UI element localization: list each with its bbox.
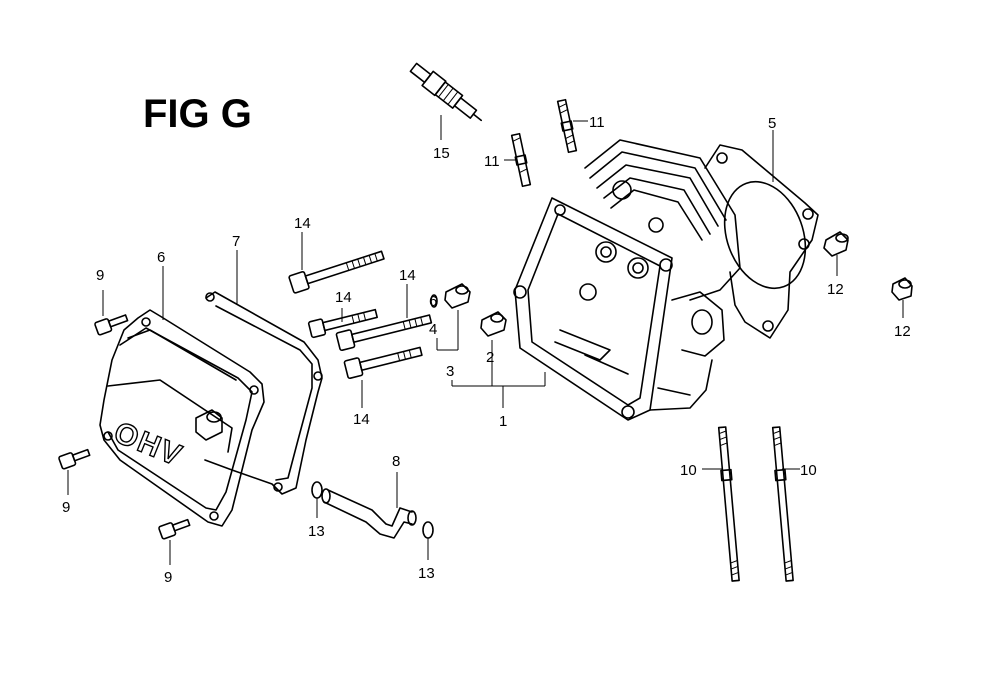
- cylinder-head: [513, 139, 741, 421]
- cover-bolt-left: [58, 448, 91, 470]
- callout-14-bottom: 14: [353, 411, 370, 428]
- dowel-pin-right-b: [891, 277, 913, 301]
- callout-11-lower: 11: [484, 153, 500, 170]
- callout-12-b: 12: [894, 323, 911, 340]
- callout-9-bottom: 9: [164, 569, 172, 586]
- callout-4: 4: [429, 321, 437, 338]
- callout-8: 8: [392, 453, 400, 470]
- clip-small: [430, 294, 438, 308]
- callout-10-left: 10: [680, 462, 697, 479]
- head-gasket: [704, 144, 819, 339]
- hose-clip-right: [422, 521, 434, 539]
- rocker-cover: OHV: [99, 309, 265, 527]
- callout-1: 1: [499, 413, 507, 430]
- hose-clip-left: [311, 481, 323, 499]
- callout-13-right: 13: [418, 565, 435, 582]
- stud-bolt-short-upper: [556, 98, 578, 154]
- callout-10-right: 10: [800, 462, 817, 479]
- rocker-cover-gasket: [204, 291, 323, 495]
- callout-3: 3: [446, 363, 454, 380]
- callout-14-mid: 14: [335, 289, 352, 306]
- callout-14-top: 14: [294, 215, 311, 232]
- figure-title: FIG G: [143, 92, 252, 136]
- valve-guide-seal: [444, 283, 471, 309]
- callout-12-a: 12: [827, 281, 844, 298]
- callout-11-upper: 11: [589, 114, 605, 131]
- cover-lettering: OHV: [109, 416, 187, 473]
- bolt-mid-upper: [307, 308, 378, 339]
- callout-2: 2: [486, 349, 494, 366]
- spark-plug: [409, 62, 483, 122]
- dowel-pin-right-a: [823, 231, 849, 257]
- callout-15: 15: [433, 145, 450, 162]
- callout-9-left: 9: [62, 499, 70, 516]
- breather-hose: [321, 488, 417, 539]
- bolt-long-mid: [335, 314, 433, 352]
- cover-bolt-bottom: [158, 518, 191, 540]
- stud-bolt-short-lower: [510, 132, 532, 188]
- callout-14-right: 14: [399, 267, 416, 284]
- valve-guide: [480, 311, 507, 337]
- long-stud-right: [771, 426, 794, 582]
- cover-bolt-top: [94, 314, 129, 336]
- bolt-long-top: [288, 250, 385, 294]
- callout-9-top: 9: [96, 267, 104, 284]
- long-stud-left: [717, 426, 740, 582]
- callout-7: 7: [232, 233, 240, 250]
- callout-6-cover: 6: [157, 249, 165, 266]
- callout-6: 6: [429, 293, 437, 310]
- bolt-long-lower: [343, 346, 423, 380]
- callout-13-left: 13: [308, 523, 325, 540]
- callout-5: 5: [768, 115, 776, 132]
